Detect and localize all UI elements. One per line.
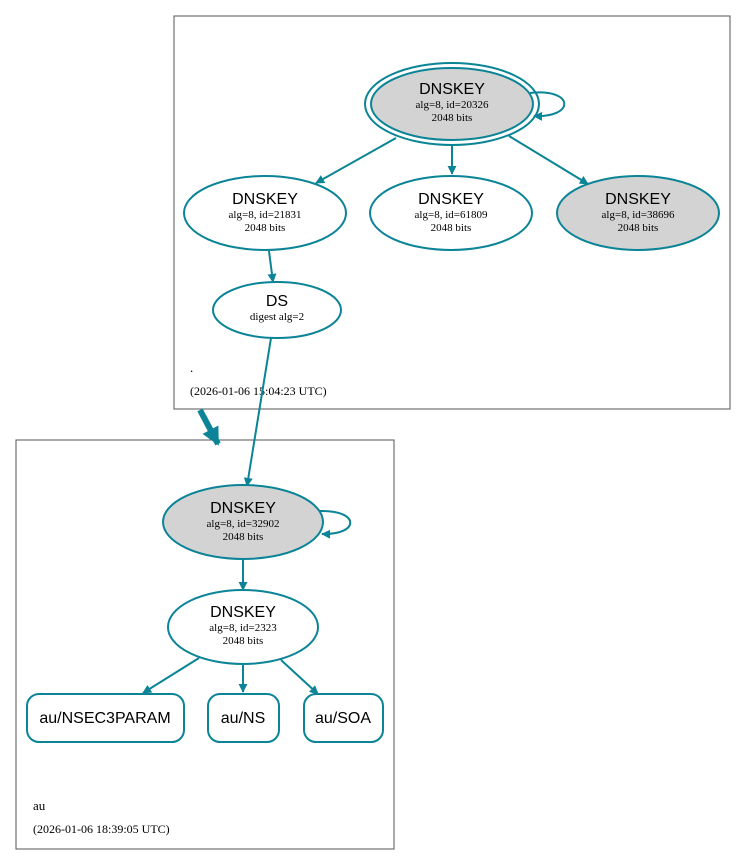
self-loop-root-ksk bbox=[529, 91, 566, 121]
zone-box-root bbox=[173, 15, 731, 410]
node-alg-id: alg=8, id=21831 bbox=[229, 209, 302, 221]
node-alg-id: alg=8, id=38696 bbox=[602, 209, 675, 221]
node-bits: 2048 bits bbox=[223, 635, 264, 647]
zone-timestamp-root: (2026-01-06 15:04:23 UTC) bbox=[190, 384, 327, 398]
node-root-zsk-21831: DNSKEY alg=8, id=21831 2048 bits bbox=[183, 175, 347, 251]
node-root-ksk: DNSKEY alg=8, id=20326 2048 bits bbox=[364, 62, 540, 146]
node-bits: 2048 bits bbox=[431, 222, 472, 234]
node-digest: digest alg=2 bbox=[250, 311, 304, 323]
node-alg-id: alg=8, id=20326 bbox=[416, 99, 489, 111]
node-root-key-38696: DNSKEY alg=8, id=38696 2048 bits bbox=[556, 175, 720, 251]
node-bits: 2048 bits bbox=[432, 112, 473, 124]
edge-delegation-root-to-au bbox=[197, 408, 221, 446]
edge-au-zsk-to-soa bbox=[280, 659, 319, 695]
node-ds: DS digest alg=2 bbox=[212, 281, 342, 339]
node-title: DNSKEY bbox=[605, 191, 671, 208]
edges bbox=[142, 91, 589, 695]
zone-timestamp-au: (2026-01-06 18:39:05 UTC) bbox=[33, 822, 170, 836]
node-bits: 2048 bits bbox=[245, 222, 286, 234]
edge-au-zsk-to-nsec3param bbox=[142, 657, 200, 694]
node-title: DNSKEY bbox=[419, 81, 485, 98]
node-title: au/NSEC3PARAM bbox=[39, 710, 170, 727]
node-bits: 2048 bits bbox=[223, 531, 264, 543]
node-title: au/NS bbox=[221, 710, 265, 727]
node-alg-id: alg=8, id=2323 bbox=[209, 622, 277, 634]
node-title: DNSKEY bbox=[210, 500, 276, 517]
node-au-ksk: DNSKEY alg=8, id=32902 2048 bits bbox=[162, 484, 324, 560]
node-title: DNSKEY bbox=[232, 191, 298, 208]
node-alg-id: alg=8, id=32902 bbox=[207, 518, 280, 530]
edge-21831-to-ds bbox=[267, 250, 277, 283]
node-title: DNSKEY bbox=[418, 191, 484, 208]
node-alg-id: alg=8, id=61809 bbox=[415, 209, 488, 221]
node-root-zsk-61809: DNSKEY alg=8, id=61809 2048 bits bbox=[369, 175, 533, 251]
node-au-zsk: DNSKEY alg=8, id=2323 2048 bits bbox=[167, 589, 319, 665]
edge-root-ksk-to-21831 bbox=[315, 137, 397, 184]
edge-root-ksk-to-38696 bbox=[508, 135, 589, 185]
node-rr-ns: au/NS bbox=[207, 693, 280, 743]
node-title: DNSKEY bbox=[210, 604, 276, 621]
node-title: au/SOA bbox=[315, 710, 371, 727]
zone-label-au: au bbox=[33, 798, 46, 813]
node-bits: 2048 bits bbox=[618, 222, 659, 234]
node-title: DS bbox=[266, 293, 288, 310]
self-loop-au-ksk bbox=[319, 509, 352, 539]
node-rr-soa: au/SOA bbox=[303, 693, 384, 743]
edge-ds-to-au-ksk bbox=[243, 337, 272, 487]
zone-label-root: . bbox=[190, 360, 193, 375]
node-rr-nsec3param: au/NSEC3PARAM bbox=[26, 693, 185, 743]
